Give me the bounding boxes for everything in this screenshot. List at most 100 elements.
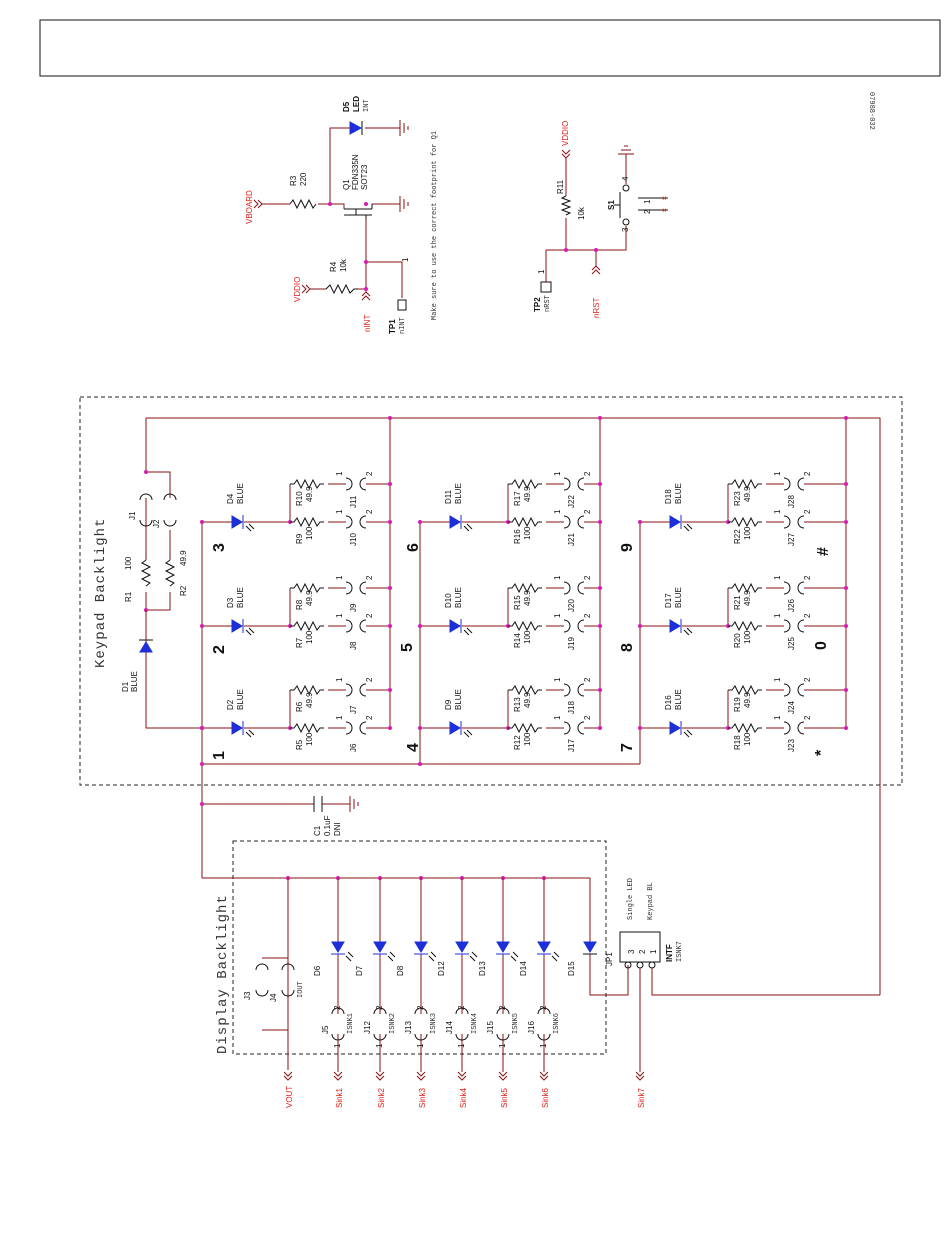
resistor-value: 49.9 (305, 486, 314, 502)
led-color: BLUE (236, 689, 245, 710)
jumper (563, 721, 585, 735)
r1-resistor (140, 559, 152, 587)
d1-label: D1 (121, 681, 130, 692)
j2-label: J2 (152, 519, 161, 528)
led-color: BLUE (236, 483, 245, 504)
led-color: BLUE (674, 587, 683, 608)
d5-net: INT (363, 99, 371, 112)
r3-label: R3 (289, 175, 298, 186)
iout-net: IOUT (297, 981, 305, 998)
jumper (345, 477, 367, 491)
jumper-pin: 1 (335, 677, 344, 682)
jumper (345, 683, 367, 697)
resistor-value: 100 (743, 526, 752, 540)
jumper-label: J10 (349, 533, 358, 546)
jumper-label: J28 (787, 495, 796, 508)
channel-jumper-pin: 2 (416, 1005, 425, 1010)
d5-value: LED (352, 96, 361, 112)
led-label: D2 (226, 699, 235, 710)
channel-jumper-pin: 2 (457, 1005, 466, 1010)
channel-led-label: D8 (396, 965, 405, 976)
jumper-pin: 1 (335, 509, 344, 514)
ground-symbol (399, 196, 409, 212)
s1-pin1: 1 (643, 199, 652, 204)
resistor-label: R14 (513, 633, 522, 648)
r2-label: R2 (179, 585, 188, 596)
r11-label: R11 (556, 179, 565, 194)
c1-label: C1 (313, 825, 322, 836)
resistor (290, 620, 324, 632)
resistor-value: 100 (523, 630, 532, 644)
keypad-led (449, 515, 461, 529)
keypad-led (669, 619, 681, 633)
jumper (783, 515, 805, 529)
jumper-pin: 2 (365, 613, 374, 618)
jp1-option-keypad: Keypad BL (647, 882, 655, 920)
svg-text:×: × (662, 194, 667, 203)
resistor-label: R18 (733, 735, 742, 750)
jumper-label: J27 (787, 533, 796, 546)
jumper-pin: 2 (583, 471, 592, 476)
q1-part: FDN335N (351, 154, 360, 190)
tp2-net: nRST (544, 295, 552, 312)
resistor-label: R20 (733, 633, 742, 648)
jumper-pin: 1 (553, 471, 562, 476)
jumper (563, 477, 585, 491)
jumper (563, 619, 585, 633)
jumper-pin: 2 (365, 677, 374, 682)
key-label-4: 4 (405, 743, 422, 752)
keypad-led (449, 619, 461, 633)
display-led (331, 941, 345, 953)
key-label-hash: # (815, 547, 832, 556)
channel-jumper-label: J5 (321, 1025, 330, 1034)
resistor (508, 478, 542, 490)
resistor (728, 684, 762, 696)
key-label-5: 5 (399, 643, 416, 652)
jp1-pin3: 3 (627, 949, 636, 954)
resistor-label: R7 (295, 637, 304, 648)
jumper-pin: 2 (583, 715, 592, 720)
resistor-value: 100 (305, 630, 314, 644)
resistor-label: R5 (295, 739, 304, 750)
resistor (290, 722, 324, 734)
r11-resistor (560, 195, 572, 216)
channel-jumper-pin: 1 (539, 1043, 548, 1048)
keypad-led (449, 721, 461, 735)
vout-net: VOUT (285, 1086, 294, 1108)
channel-isnk-label: ISNK4 (471, 1013, 479, 1034)
vddio-net: VDDIO (561, 121, 570, 146)
channel-jumper-pin: 1 (498, 1043, 507, 1048)
jumper-pin: 2 (583, 575, 592, 580)
led-label: D17 (664, 593, 673, 608)
led-label: D10 (444, 593, 453, 608)
key-label-0: 0 (813, 641, 830, 650)
resistor (728, 478, 762, 490)
sink-net: Sink5 (500, 1087, 509, 1108)
ground-symbol (618, 145, 634, 155)
resistor (508, 582, 542, 594)
sink-net: Sink1 (335, 1087, 344, 1108)
resistor-label: R12 (513, 735, 522, 750)
d5-led (349, 121, 363, 135)
jumper (563, 683, 585, 697)
resistor (728, 582, 762, 594)
resistor (728, 620, 762, 632)
d1-value: BLUE (130, 671, 139, 692)
key-label-9: 9 (619, 543, 636, 552)
led-label: D4 (226, 493, 235, 504)
q1-transistor (344, 204, 373, 219)
channel-jumper-pin: 1 (457, 1043, 466, 1048)
jumper (783, 477, 805, 491)
channel-jumper-label: J12 (363, 1021, 372, 1034)
tp1-testpoint (397, 299, 407, 311)
resistor-value: 49.9 (523, 590, 532, 606)
r11-value: 10k (577, 206, 586, 220)
channel-jumper-pin: 2 (333, 1005, 342, 1010)
resistor (508, 620, 542, 632)
channel-jumper-pin: 2 (539, 1005, 548, 1010)
